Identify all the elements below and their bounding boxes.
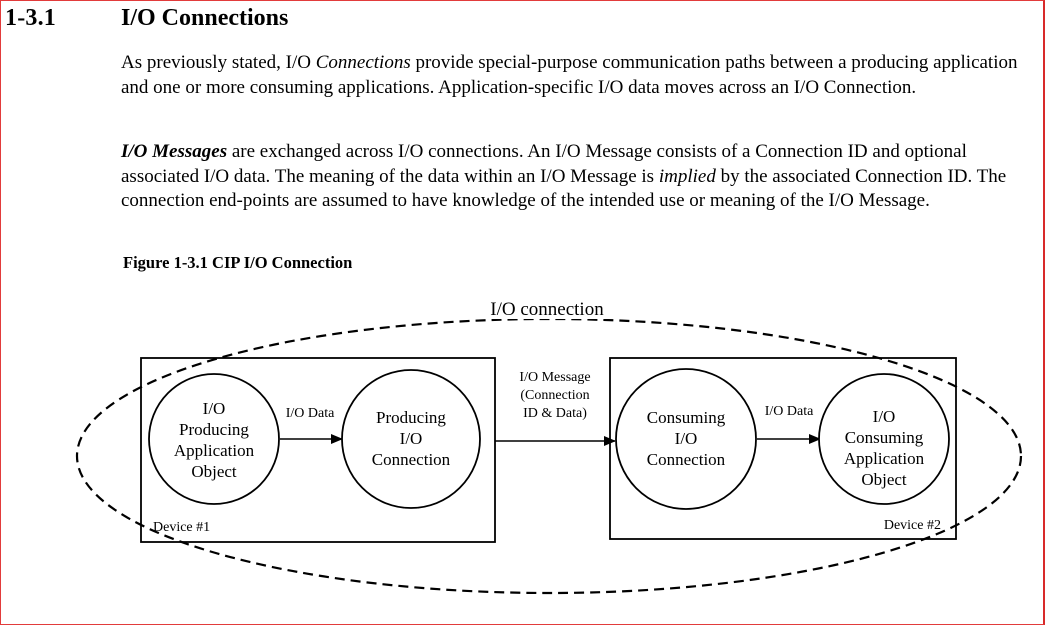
- producing-object-line1: I/O: [203, 399, 226, 418]
- paragraph-connections: As previously stated, I/O Connections pr…: [121, 51, 1021, 100]
- consuming-object-line3: Application: [844, 449, 925, 468]
- producing-object-line3: Application: [174, 441, 255, 460]
- io-message-line2: (Connection: [520, 388, 589, 403]
- device2-box: [609, 357, 957, 540]
- paragraph-io-messages: I/O Messages are exchanged across I/O co…: [121, 140, 1021, 214]
- io-connection-diagram: I/O connection Device #1 I/O Producing A…: [75, 297, 1023, 595]
- producing-io-connection-circle: [341, 369, 481, 509]
- paragraph2-term: I/O Messages: [121, 141, 228, 162]
- paragraph1-emphasis: Connections: [315, 52, 411, 73]
- section-number: 1-3.1: [5, 5, 56, 31]
- paragraph1-text-a: As previously stated, I/O: [121, 52, 316, 73]
- consuming-connection-line2: I/O: [675, 429, 698, 448]
- producing-connection-line2: I/O: [400, 429, 423, 448]
- producing-object-line2: Producing: [179, 420, 249, 439]
- paragraph2-text-b: by the associated Connection ID. The con…: [121, 165, 1007, 212]
- device1-label: Device #1: [153, 520, 210, 535]
- device1-io-data-label: I/O Data: [286, 406, 335, 421]
- paragraph2-text-a: are exchanged across I/O connections. An…: [121, 141, 967, 187]
- producing-connection-line3: Connection: [372, 450, 451, 469]
- section-title: I/O Connections: [121, 5, 289, 31]
- consuming-io-connection-circle: [615, 368, 757, 510]
- paragraph2-emphasis: implied: [658, 165, 716, 187]
- device2-io-data-label: I/O Data: [765, 404, 814, 419]
- consuming-object-line1: I/O: [873, 407, 896, 426]
- consuming-connection-line3: Connection: [647, 450, 726, 469]
- consuming-object-line4: Object: [861, 470, 907, 489]
- consuming-connection-line1: Consuming: [647, 408, 726, 427]
- paragraph1-text-b: provide special-purpose communication pa…: [121, 52, 1018, 98]
- producing-application-object-circle: [148, 373, 280, 505]
- io-message-line1: I/O Message: [519, 370, 590, 385]
- io-connection-label: I/O connection: [490, 299, 604, 320]
- io-message-line3: ID & Data): [523, 406, 587, 421]
- consuming-object-line2: Consuming: [845, 428, 924, 447]
- figure-caption: Figure 1-3.1 CIP I/O Connection: [123, 253, 353, 272]
- producing-object-line4: Object: [191, 462, 237, 481]
- device2-label: Device #2: [884, 518, 941, 533]
- label-backdrop: [479, 297, 619, 319]
- consuming-application-object-circle: [818, 373, 950, 505]
- producing-connection-line1: Producing: [376, 408, 446, 427]
- device1-box: [140, 357, 496, 543]
